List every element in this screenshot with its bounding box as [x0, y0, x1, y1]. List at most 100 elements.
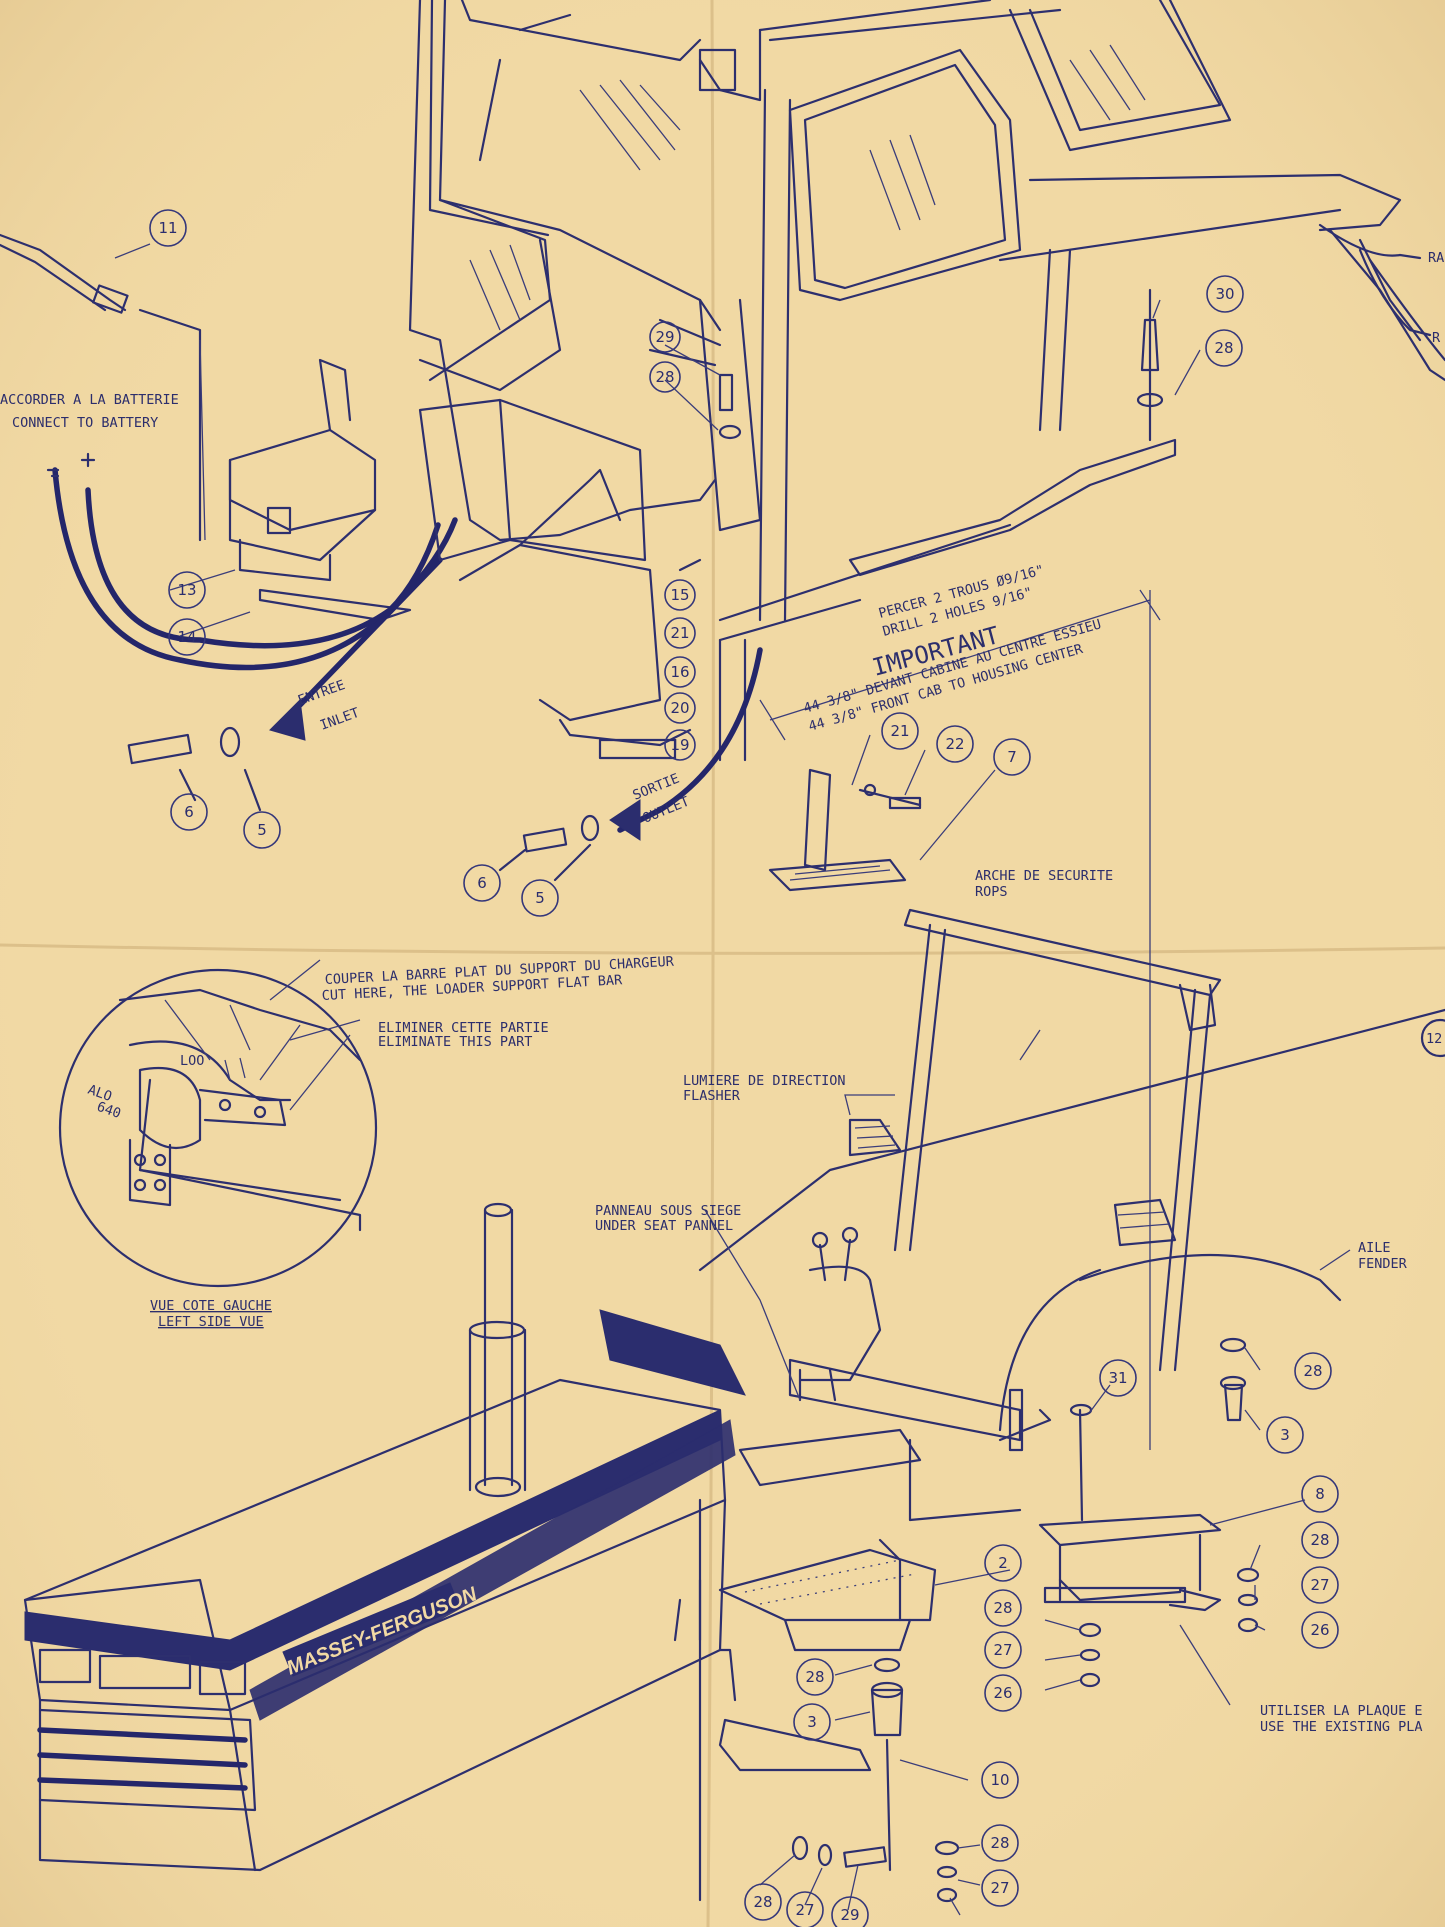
- flasher-label-fr: LUMIERE DE DIRECTION: [683, 1073, 846, 1089]
- callout: 16: [664, 656, 696, 688]
- callout: 21: [664, 617, 696, 649]
- svg-text:19: 19: [670, 736, 689, 754]
- callout: 8: [1301, 1475, 1339, 1513]
- svg-text:28: 28: [990, 1834, 1009, 1852]
- callout: 29: [831, 1896, 869, 1927]
- callout: 28: [796, 1658, 834, 1696]
- step-assembly: [768, 768, 922, 892]
- existing-plate-label-fr: UTILISER LA PLAQUE E: [1260, 1703, 1423, 1719]
- callout: 13: [168, 571, 206, 609]
- callout: 28: [1301, 1521, 1339, 1559]
- callout: 6: [170, 793, 208, 831]
- svg-text:21: 21: [890, 722, 909, 740]
- svg-text:16: 16: [670, 663, 689, 681]
- svg-text:3: 3: [1280, 1426, 1290, 1444]
- callout: 20: [664, 692, 696, 724]
- svg-text:28: 28: [655, 368, 674, 386]
- svg-text:11: 11: [158, 219, 177, 237]
- svg-text:10: 10: [990, 1771, 1009, 1789]
- svg-text:28: 28: [805, 1668, 824, 1686]
- callout: 7: [993, 738, 1031, 776]
- svg-text:28: 28: [1214, 339, 1233, 357]
- callout: 28: [649, 361, 681, 393]
- svg-text:28: 28: [1310, 1531, 1329, 1549]
- svg-text:14: 14: [177, 628, 196, 646]
- battery-label-en: CONNECT TO BATTERY: [12, 415, 158, 431]
- svg-text:5: 5: [257, 821, 267, 839]
- svg-text:27: 27: [993, 1641, 1012, 1659]
- eliminate-label-en: ELIMINATE THIS PART: [378, 1034, 532, 1050]
- callout: 28: [1294, 1352, 1332, 1390]
- callout: 29: [649, 321, 681, 353]
- svg-text:2: 2: [998, 1554, 1008, 1572]
- existing-plate-label-en: USE THE EXISTING PLA: [1260, 1719, 1423, 1735]
- battery-label-fr: ACCORDER A LA BATTERIE: [0, 392, 179, 408]
- svg-text:30: 30: [1215, 285, 1234, 303]
- fender-label-en: FENDER: [1358, 1256, 1408, 1272]
- callout: 6: [463, 864, 501, 902]
- eliminate-label-fr: ELIMINER CETTE PARTIE: [378, 1020, 549, 1036]
- callout: 28: [1205, 329, 1243, 367]
- rops-label-fr: ARCHE DE SECURITE: [975, 868, 1113, 884]
- svg-text:6: 6: [184, 803, 194, 821]
- leader-lines: [114, 243, 1351, 1916]
- detail-mark-640: 640: [95, 1099, 123, 1122]
- flasher-label-en: FLASHER: [683, 1088, 741, 1104]
- callout: 5: [243, 811, 281, 849]
- svg-text:31: 31: [1108, 1369, 1127, 1387]
- callout: 31: [1099, 1359, 1137, 1397]
- left-view-label-fr: VUE COTE GAUCHE: [150, 1298, 272, 1314]
- callout: 27: [786, 1891, 824, 1927]
- callout: 28: [744, 1883, 782, 1921]
- callout: 21: [881, 712, 919, 750]
- svg-text:26: 26: [1310, 1621, 1329, 1639]
- edge-mark-r: R: [1432, 330, 1441, 346]
- rops-frame: [848, 908, 1222, 1372]
- svg-text:22: 22: [945, 735, 964, 753]
- wiring-right-edge: [1318, 223, 1445, 362]
- part-callouts: 11 13 14 6 5 6 5 15 21 16 20 19 29 28 30…: [149, 209, 1339, 1927]
- tractor-hood: [23, 1202, 746, 1872]
- edge-mark-ra: RA: [1428, 250, 1444, 266]
- svg-text:29: 29: [655, 328, 674, 346]
- callout: 26: [1301, 1611, 1339, 1649]
- callout: 27: [1301, 1566, 1339, 1604]
- lower-bracket: [698, 1498, 960, 1903]
- callout: 2: [984, 1544, 1022, 1582]
- callout: 26: [984, 1674, 1022, 1712]
- svg-text:28: 28: [753, 1893, 772, 1911]
- callout: 5: [521, 879, 559, 917]
- svg-text:6: 6: [477, 874, 487, 892]
- fender-label-fr: AILE: [1358, 1240, 1391, 1256]
- under-seat-label-en: UNDER SEAT PANNEL: [595, 1218, 733, 1234]
- edge-mark-12: 12: [1426, 1031, 1442, 1047]
- svg-text:28: 28: [993, 1599, 1012, 1617]
- svg-text:27: 27: [1310, 1576, 1329, 1594]
- svg-text:15: 15: [670, 586, 689, 604]
- svg-text:27: 27: [990, 1879, 1009, 1897]
- detail-mark-alo: ALO: [86, 1082, 114, 1105]
- svg-text:29: 29: [840, 1906, 859, 1924]
- left-view-label-en: LEFT SIDE VUE: [158, 1314, 264, 1330]
- svg-text:8: 8: [1315, 1485, 1325, 1503]
- cab-drawing: [408, 0, 1445, 762]
- svg-text:5: 5: [535, 889, 545, 907]
- rops-label-en: ROPS: [975, 884, 1008, 900]
- callout: 3: [1266, 1416, 1304, 1454]
- svg-text:28: 28: [1303, 1362, 1322, 1380]
- mounting-plate: [1038, 288, 1260, 1688]
- heater-box-center: [418, 318, 763, 882]
- callout: 3: [793, 1703, 831, 1741]
- seat-fender: [698, 1008, 1445, 1622]
- callout: 27: [981, 1869, 1019, 1907]
- callout: 14: [168, 618, 206, 656]
- svg-text:20: 20: [670, 699, 689, 717]
- floor-plate: [673, 1548, 937, 1652]
- callout: 28: [981, 1824, 1019, 1862]
- callout: 30: [1206, 275, 1244, 313]
- callout: 22: [936, 725, 974, 763]
- callout: 15: [664, 579, 696, 611]
- dimension-line: [759, 589, 1161, 1450]
